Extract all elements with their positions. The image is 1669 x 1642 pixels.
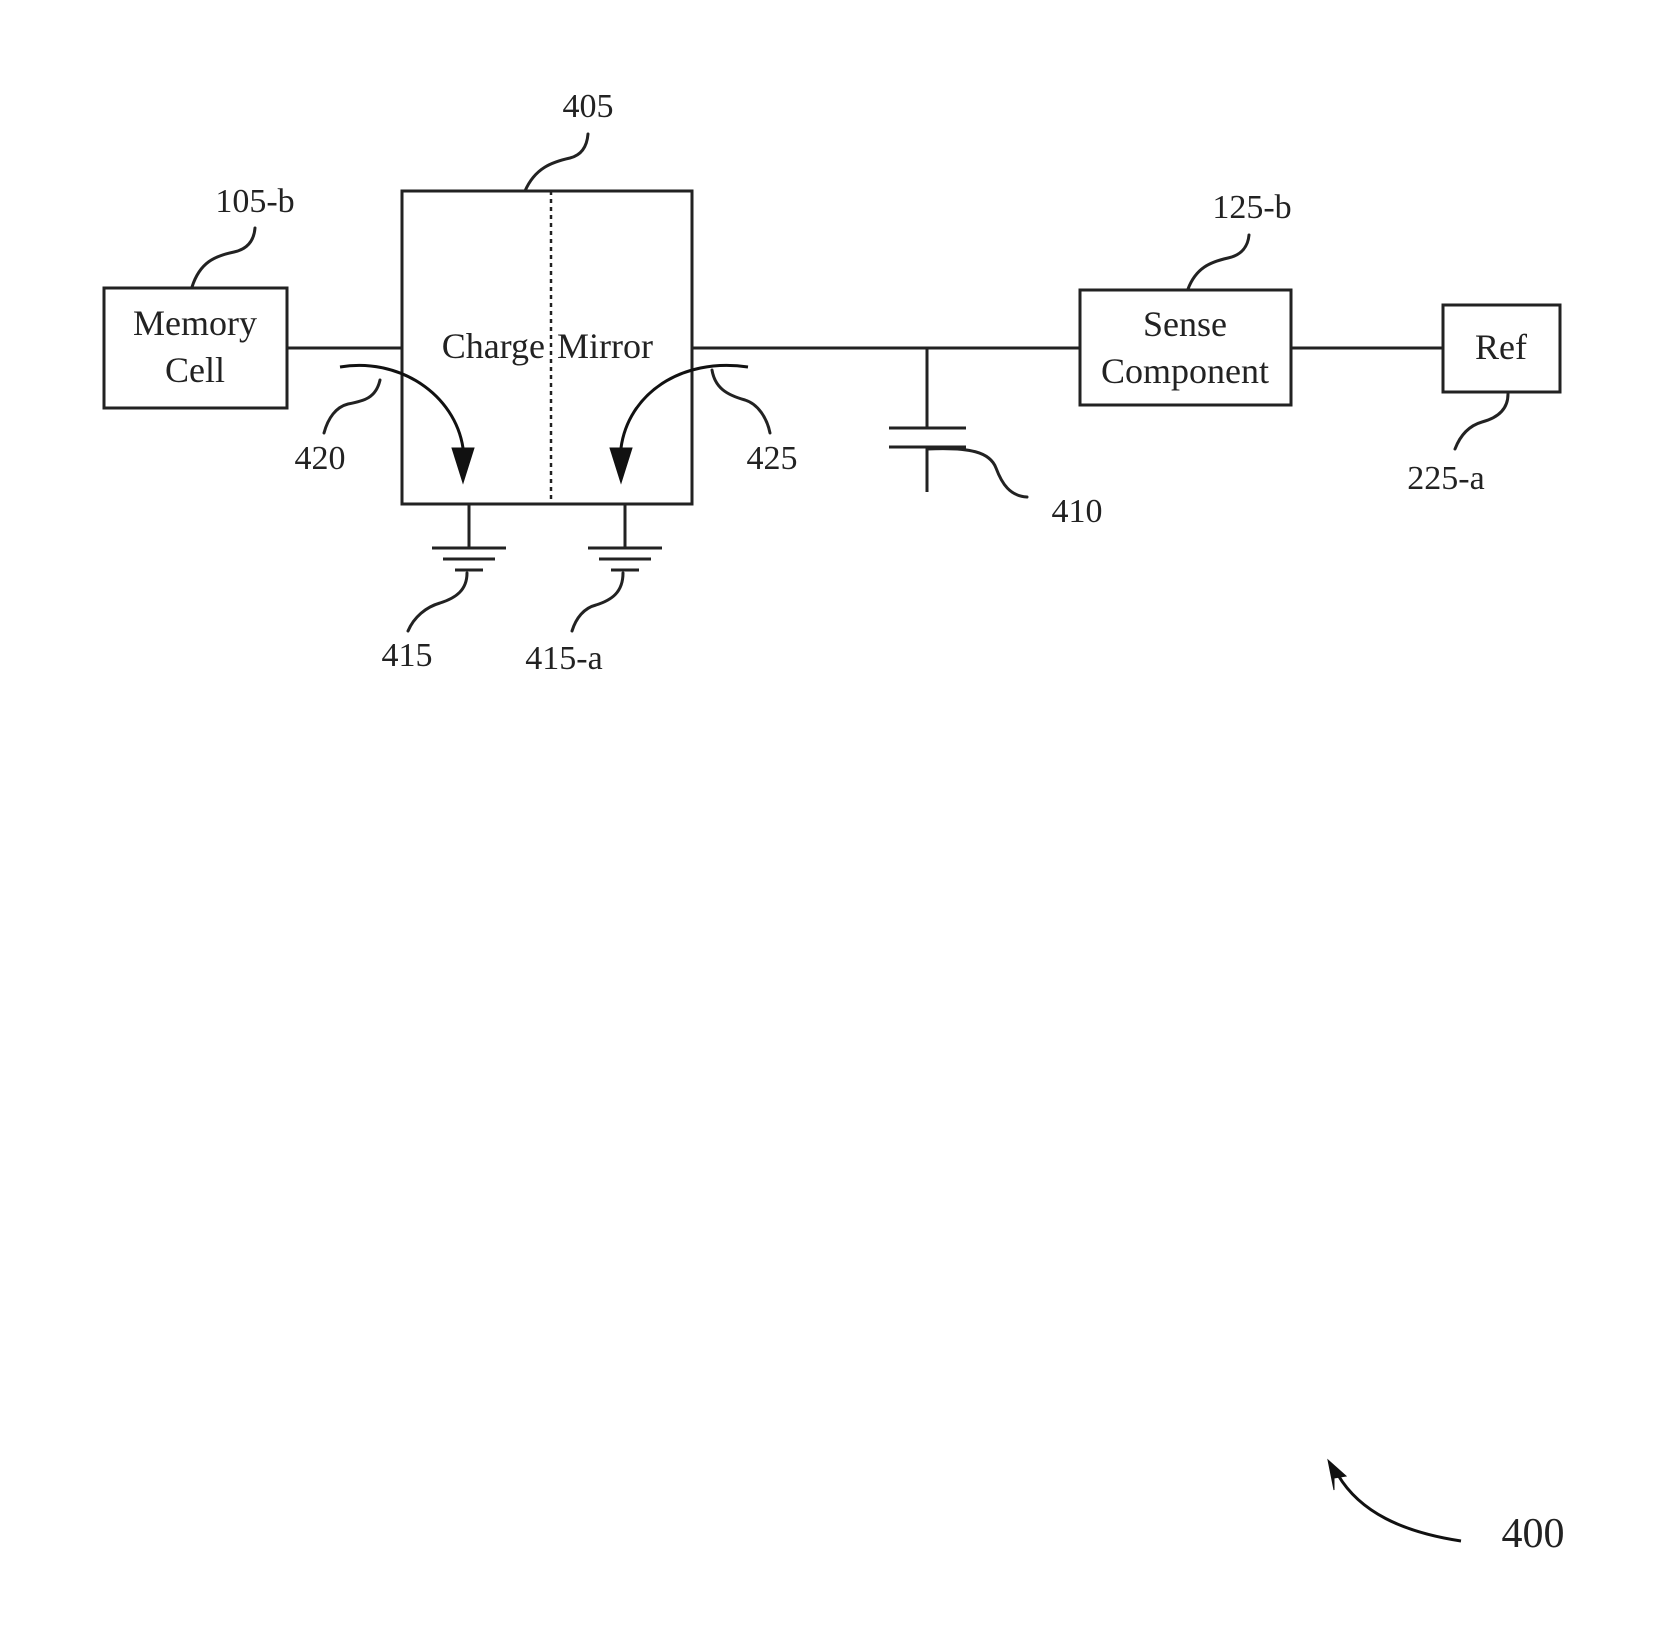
charge-path-right-ref-number: 425 [747, 440, 798, 477]
charge-mirror-label-left: Charge [442, 326, 545, 366]
reference-block-label: Ref [1475, 327, 1527, 367]
charge-path-left-ref-number: 420 [295, 440, 346, 477]
memory-cell-label-line1: Memory [133, 303, 257, 343]
memory-cell-label-line2: Cell [165, 350, 225, 390]
sense-component-block: Sense Component [1080, 290, 1291, 405]
ground-left-ref-number: 415 [382, 637, 433, 674]
memory-cell-block: Memory Cell [104, 288, 287, 408]
charge-path-left-leader-line [324, 380, 380, 433]
ground-symbol-right [588, 504, 662, 570]
sense-component-ref-number: 125-b [1212, 189, 1291, 226]
figure-ref-number: 400 [1502, 1511, 1565, 1557]
memory-cell-leader-line [192, 228, 255, 287]
sense-component-leader-line [1188, 235, 1249, 289]
reference-block-ref-number: 225-a [1407, 460, 1484, 497]
sense-component-label-line1: Sense [1143, 304, 1227, 344]
memory-cell-ref-number: 105-b [215, 183, 294, 220]
ground-right-leader-line [572, 573, 623, 631]
charge-mirror-leader-line [525, 134, 588, 191]
charge-path-right-leader-line [712, 370, 770, 433]
ground-right-ref-number: 415-a [525, 640, 602, 677]
capacitor-ref-number: 410 [1052, 493, 1103, 530]
reference-block-leader-line [1455, 394, 1508, 449]
charge-mirror-block: Charge Mirror [402, 191, 692, 504]
figure-ref-arrow [1328, 1460, 1461, 1541]
ground-symbol-left [432, 504, 506, 570]
sense-component-label-line2: Component [1101, 351, 1269, 391]
reference-block: Ref [1443, 305, 1560, 392]
capacitor-leader-line [927, 449, 1027, 497]
charge-mirror-label-right: Mirror [557, 326, 653, 366]
capacitor-symbol [889, 348, 966, 492]
ground-left-leader-line [408, 573, 467, 631]
charge-mirror-ref-number: 405 [563, 88, 614, 125]
